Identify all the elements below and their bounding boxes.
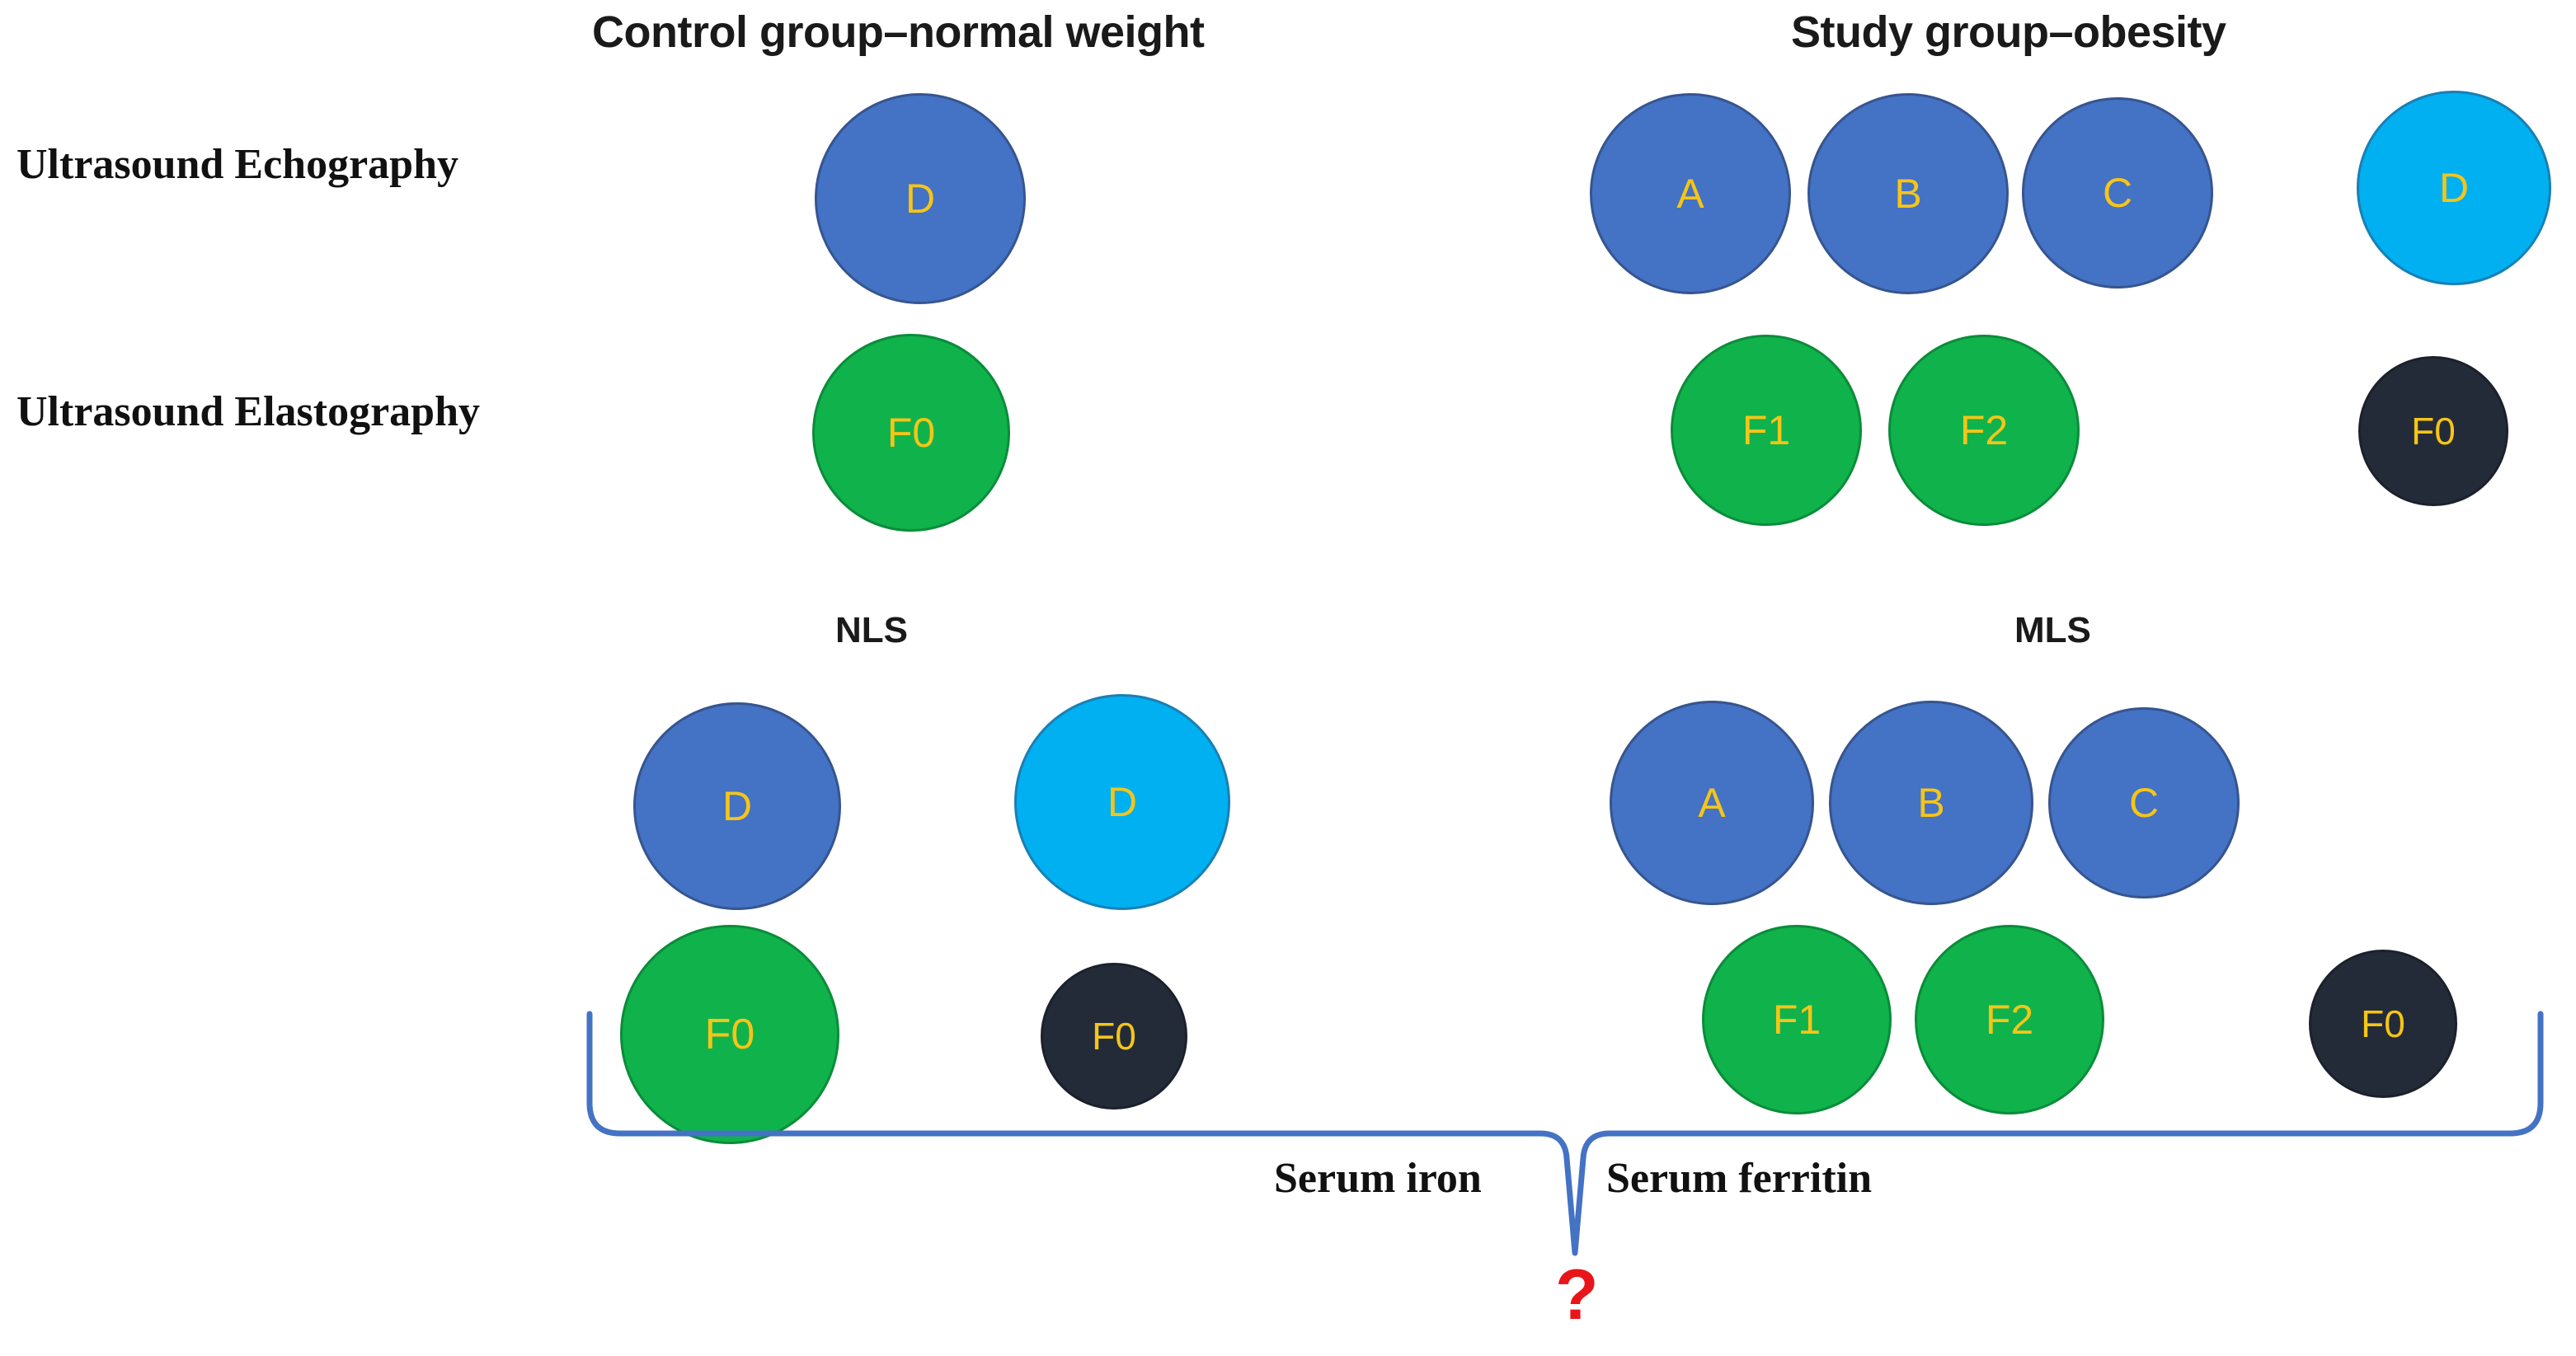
row-label-echography: Ultrasound Echography — [16, 141, 458, 188]
group-title-control: Control group–normal weight — [592, 7, 1205, 57]
node-nls-echography-d-cyan[interactable]: D — [1014, 694, 1230, 910]
node-mls-elastography-f0[interactable]: F0 — [2309, 950, 2457, 1098]
subtitle-mls: MLS — [2014, 610, 2091, 650]
node-label: C — [2128, 780, 2160, 826]
node-label: F0 — [886, 410, 936, 456]
node-control-elastography-f0[interactable]: F0 — [812, 334, 1010, 532]
node-mls-elastography-f2[interactable]: F2 — [1915, 925, 2104, 1114]
node-label: F0 — [1092, 1015, 1136, 1058]
node-study-elastography-f2[interactable]: F2 — [1888, 335, 2080, 526]
node-label: F0 — [704, 1011, 755, 1058]
node-mls-echography-a[interactable]: A — [1610, 701, 1814, 905]
node-label: D — [905, 176, 936, 222]
node-study-echography-a[interactable]: A — [1590, 93, 1791, 294]
node-label: D — [722, 783, 753, 829]
group-title-study: Study group–obesity — [1791, 7, 2226, 57]
question-mark: ? — [1555, 1255, 1599, 1335]
node-label: A — [1698, 780, 1726, 826]
node-label: D — [1107, 779, 1138, 825]
node-label: F1 — [1772, 997, 1822, 1043]
node-study-elastography-f1[interactable]: F1 — [1671, 335, 1862, 526]
node-label: B — [1917, 780, 1945, 826]
node-nls-elastography-f0-green[interactable]: F0 — [620, 925, 839, 1144]
node-mls-elastography-f1[interactable]: F1 — [1702, 925, 1892, 1114]
serum-ferritin-label: Serum ferritin — [1606, 1155, 1873, 1202]
node-mls-echography-b[interactable]: B — [1829, 701, 2033, 905]
node-label: F2 — [1985, 997, 2034, 1043]
node-control-echography-d[interactable]: D — [815, 93, 1026, 304]
node-label: F0 — [2411, 410, 2456, 453]
node-label: C — [2102, 170, 2133, 216]
node-nls-elastography-f0-dark[interactable]: F0 — [1041, 963, 1187, 1110]
node-nls-echography-d-blue[interactable]: D — [633, 702, 841, 910]
node-label: F0 — [2361, 1002, 2405, 1045]
node-study-elastography-f0[interactable]: F0 — [2358, 356, 2508, 506]
node-label: D — [2438, 165, 2470, 211]
node-study-echography-d[interactable]: D — [2357, 91, 2551, 285]
node-label: B — [1894, 171, 1922, 217]
node-label: F2 — [1959, 407, 2009, 453]
node-mls-echography-c[interactable]: C — [2048, 707, 2240, 899]
serum-iron-label: Serum iron — [1274, 1155, 1482, 1202]
row-label-elastography: Ultrasound Elastography — [16, 388, 480, 435]
node-study-echography-c[interactable]: C — [2022, 97, 2213, 289]
node-study-echography-b[interactable]: B — [1807, 93, 2009, 294]
node-label: F1 — [1742, 407, 1791, 453]
node-label: A — [1676, 171, 1704, 217]
serum-brace-path — [586, 1011, 2544, 1256]
subtitle-nls: NLS — [835, 610, 908, 650]
